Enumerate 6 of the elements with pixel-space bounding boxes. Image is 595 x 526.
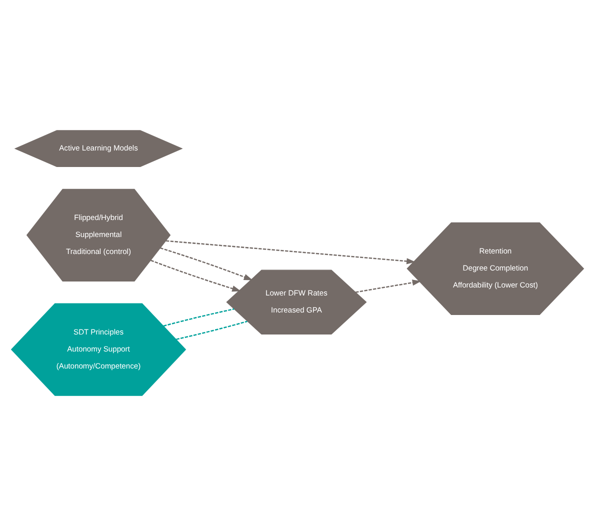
arrow <box>166 240 416 264</box>
arrow <box>150 260 241 292</box>
connector <box>163 308 234 327</box>
arrow <box>356 280 422 293</box>
connector <box>176 320 248 340</box>
arrow <box>160 247 253 280</box>
